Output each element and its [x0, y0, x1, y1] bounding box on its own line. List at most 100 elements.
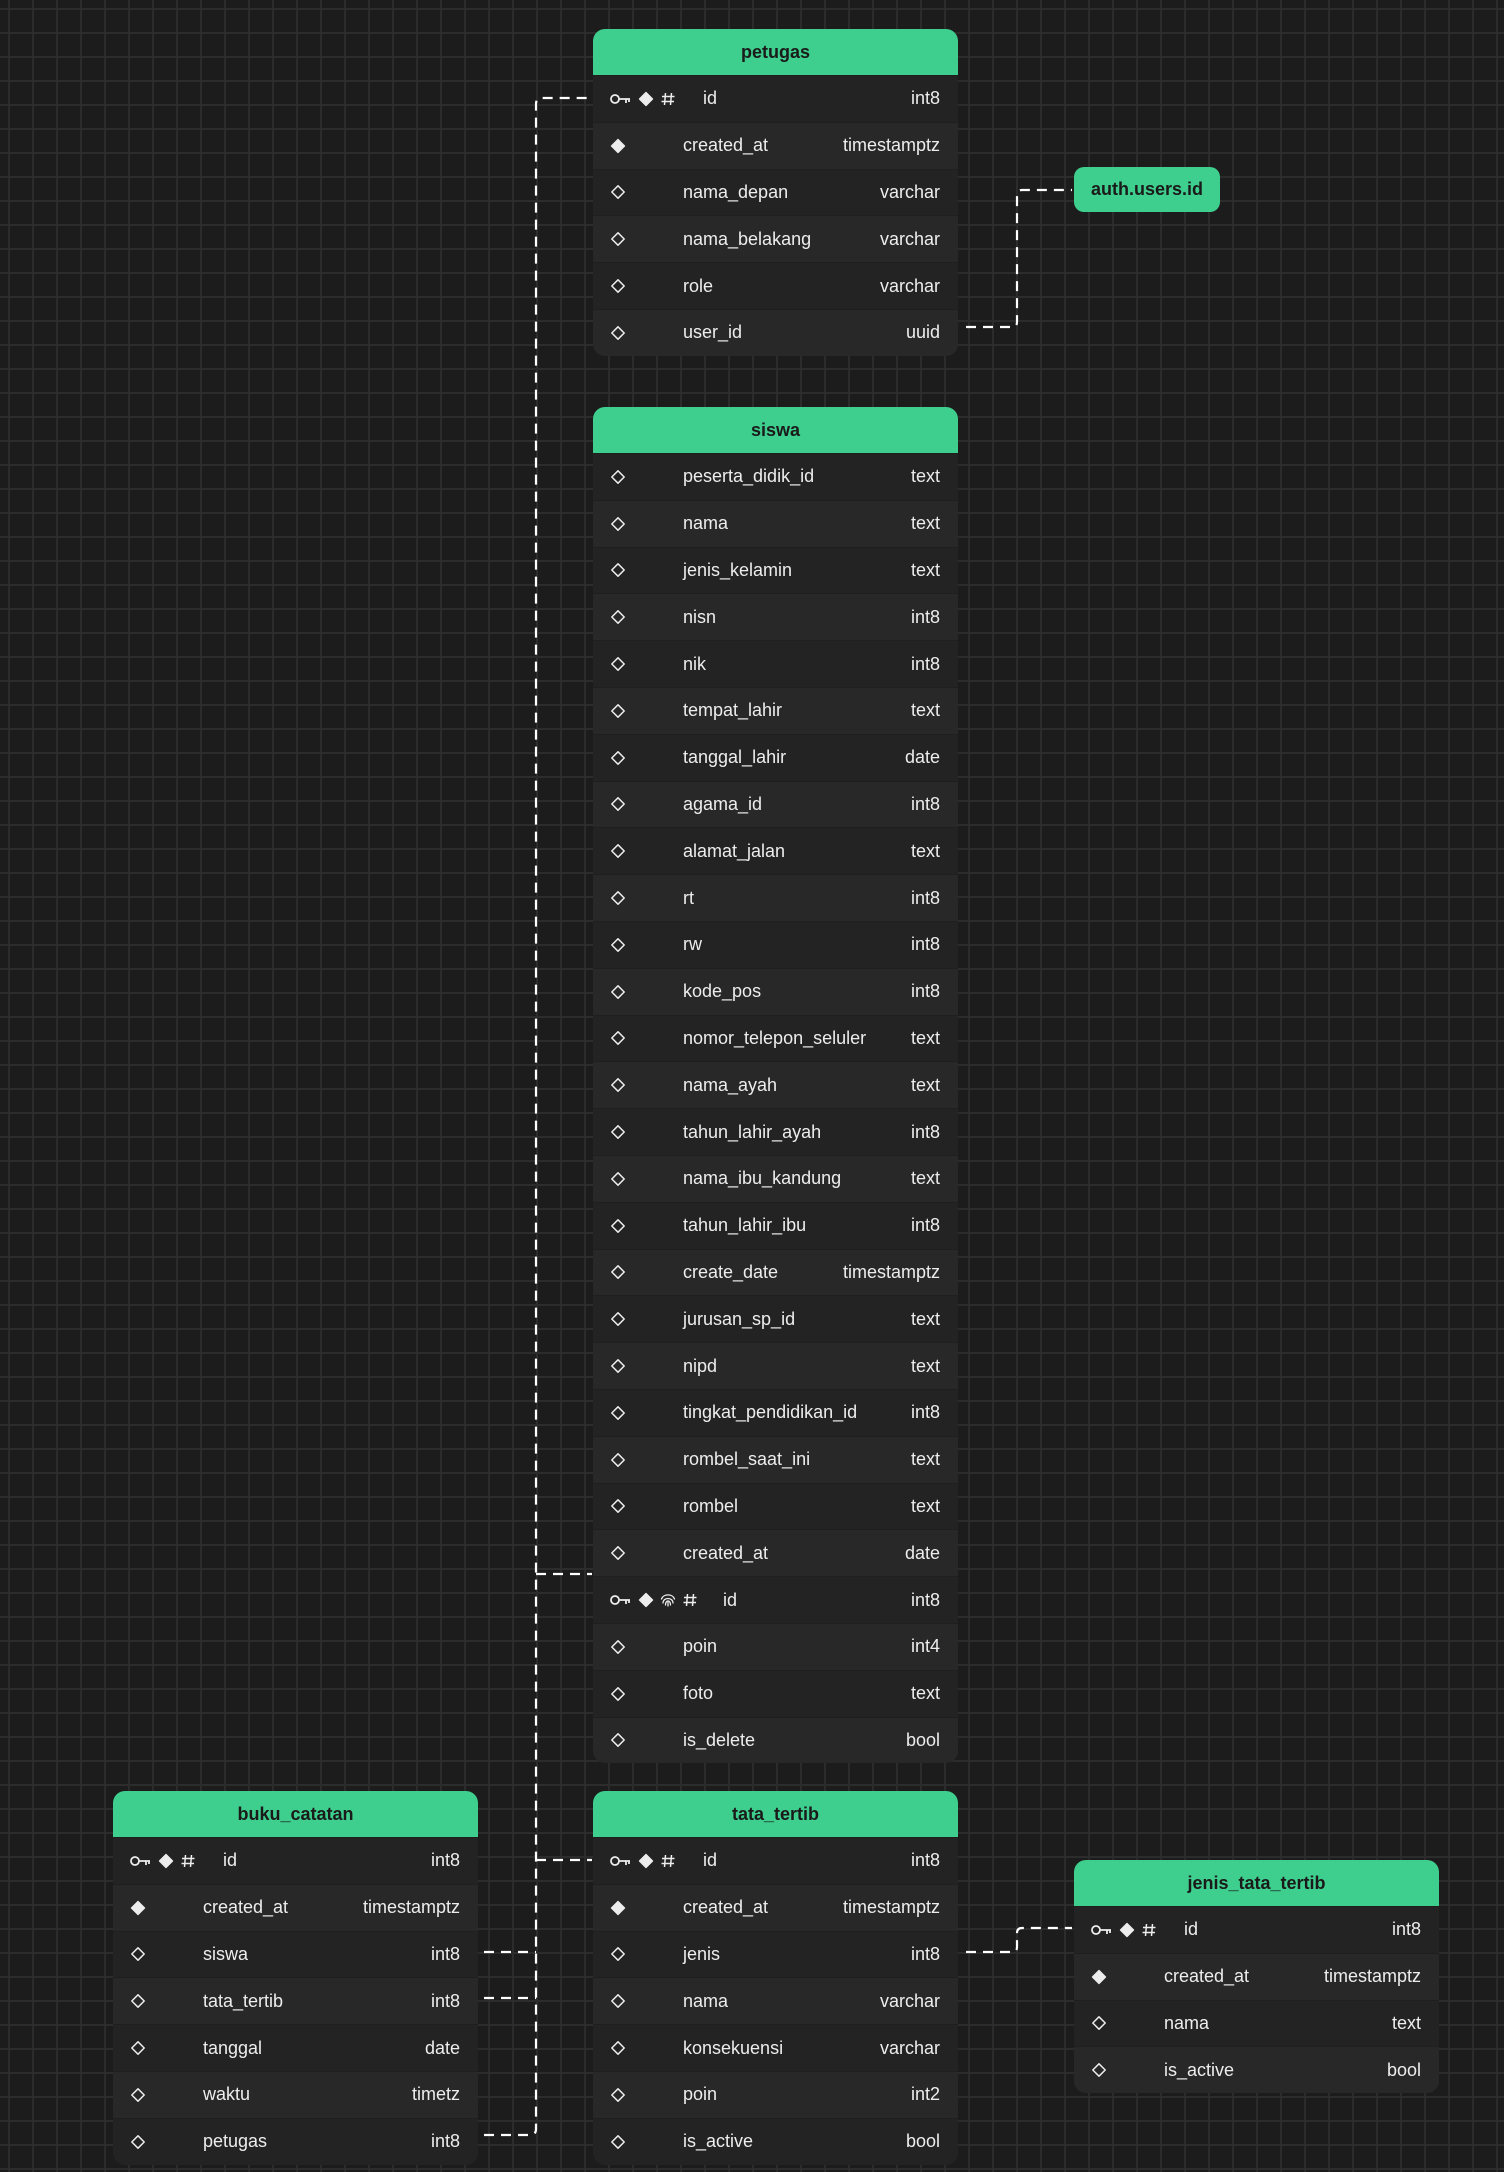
nullable-diamond-icon	[611, 279, 625, 294]
column-type: int8	[910, 1121, 940, 1142]
table-header[interactable]: siswa	[593, 407, 958, 453]
column-type: int2	[910, 2084, 940, 2105]
nullable-diamond-icon	[611, 844, 625, 859]
nullable-diamond-icon	[611, 1265, 625, 1280]
table-header[interactable]: jenis_tata_tertib	[1074, 1860, 1439, 1906]
external-ref-auth-users-id[interactable]: auth.users.id	[1074, 167, 1220, 212]
column-name: nisn	[683, 606, 717, 627]
column-type: varchar	[879, 181, 940, 202]
table-header[interactable]: buku_catatan	[113, 1791, 478, 1837]
column-type: int8	[430, 1990, 460, 2011]
column-icons	[1074, 1969, 1164, 1985]
column-icons	[593, 890, 683, 906]
nullable-diamond-icon	[611, 232, 625, 247]
nullable-diamond-icon	[611, 1639, 625, 1654]
nullable-diamond-icon	[131, 2041, 145, 2056]
column-name: kode_pos	[683, 981, 762, 1002]
column-icons	[113, 1993, 203, 2009]
column-type: int8	[910, 981, 940, 1002]
column-icons	[593, 1900, 683, 1916]
column-name: rombel_saat_ini	[683, 1449, 811, 1470]
column-icons	[593, 1264, 683, 1280]
column-type: text	[910, 700, 940, 721]
column-type: int8	[910, 1402, 940, 1423]
table-header[interactable]: petugas	[593, 29, 958, 75]
column-name: created_at	[683, 135, 769, 156]
column-row-kode-pos[interactable]: kode_pos int8	[593, 967, 958, 1015]
column-icons	[593, 1498, 683, 1514]
column-name: id	[1184, 1919, 1199, 1940]
column-icons	[593, 843, 683, 859]
table-header[interactable]: tata_tertib	[593, 1791, 958, 1837]
nullable-diamond-icon	[611, 1218, 625, 1233]
column-name: konsekuensi	[683, 2037, 784, 2058]
column-icons	[593, 1171, 683, 1187]
column-name: nama	[1164, 2012, 1210, 2033]
column-icons	[1074, 1922, 1184, 1938]
column-type: int4	[910, 1636, 940, 1657]
column-name: id	[703, 1850, 718, 1871]
nullable-diamond-icon	[131, 2134, 145, 2149]
not-null-diamond-icon	[638, 1592, 654, 1608]
nullable-diamond-icon	[611, 1452, 625, 1467]
nullable-diamond-icon	[611, 1171, 625, 1186]
column-name: created_at	[1164, 1966, 1250, 1987]
